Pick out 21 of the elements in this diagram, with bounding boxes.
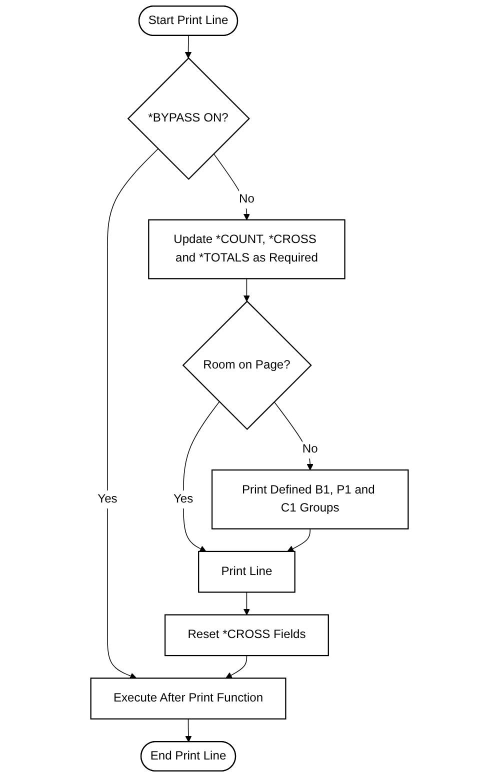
node-box: Execute After Print Function [90, 678, 286, 720]
arrow [226, 655, 248, 678]
arrow [182, 401, 220, 552]
arrow [274, 401, 314, 470]
edge-label: No [239, 192, 254, 206]
node-box: Print Defined B1, P1 and C1 Groups [211, 469, 409, 530]
node-diamond: Room on Page? [182, 300, 312, 430]
node-diamond: *BYPASS ON? [127, 57, 250, 180]
arrow [243, 278, 250, 302]
node-box: Print Line [198, 550, 296, 593]
edge-label: No [302, 442, 318, 456]
arrow [287, 528, 310, 552]
arrow [184, 35, 192, 58]
node-box: Reset *CROSS Fields [164, 614, 329, 656]
arrow [243, 592, 250, 616]
edge-label: Yes [98, 492, 118, 506]
node-box: Update *COUNT, *CROSS and *TOTALS as Required [148, 219, 346, 280]
arrow [213, 153, 250, 220]
arrow [107, 148, 158, 680]
edge-label: Yes [173, 492, 194, 506]
arrow [185, 718, 192, 742]
